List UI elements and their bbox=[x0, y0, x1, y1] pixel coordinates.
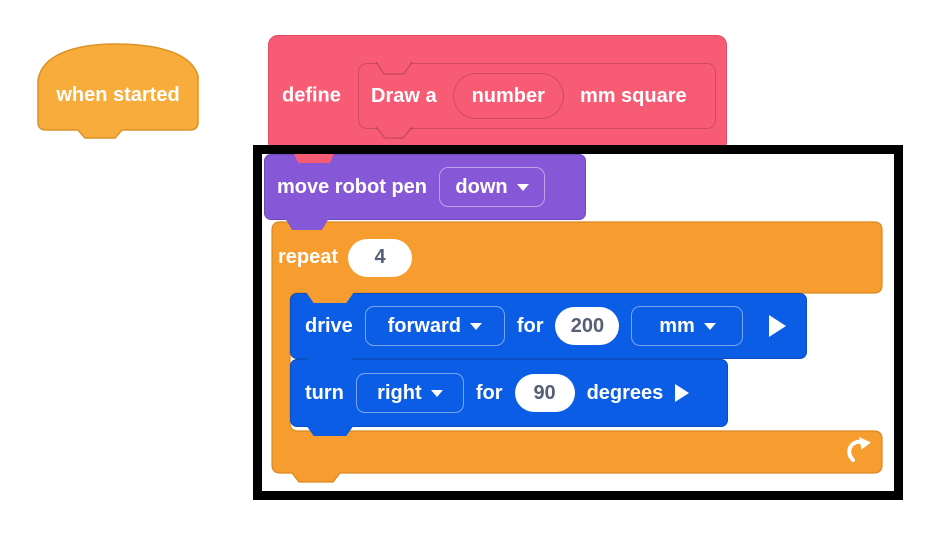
turn-angle-input[interactable]: 90 bbox=[514, 374, 575, 412]
hat-block-shape bbox=[37, 43, 199, 139]
repeat-block[interactable] bbox=[264, 221, 884, 484]
drive-unit-dropdown[interactable]: mm bbox=[631, 306, 744, 346]
repeat-block-shape bbox=[271, 221, 883, 483]
drive-unit-value: mm bbox=[659, 314, 695, 337]
turn-direction-dropdown[interactable]: right bbox=[355, 373, 464, 413]
turn-angle-value: 90 bbox=[533, 381, 556, 404]
number-parameter[interactable]: number bbox=[452, 73, 564, 119]
when-started-block[interactable] bbox=[36, 42, 200, 140]
drive-block[interactable]: drive forward for 200 mm bbox=[290, 293, 807, 359]
turn-block-bottom-tab bbox=[306, 425, 354, 436]
pen-block-label: move robot pen bbox=[277, 175, 428, 198]
repeat-count-input[interactable]: 4 bbox=[348, 238, 413, 277]
drive-for-label: for bbox=[516, 314, 544, 337]
prototype-text-after: mm square bbox=[579, 84, 687, 107]
drive-direction-dropdown[interactable]: forward bbox=[364, 306, 505, 346]
drive-label: drive bbox=[305, 314, 353, 337]
turn-block[interactable]: turn right for 90 degrees bbox=[290, 359, 728, 427]
pen-position-value: down bbox=[455, 175, 508, 198]
turn-unit-label: degrees bbox=[586, 381, 664, 404]
drive-block-bottom-tab bbox=[306, 357, 354, 368]
prototype-top-notch bbox=[375, 61, 413, 75]
repeat-count-value: 4 bbox=[374, 246, 386, 268]
define-block[interactable]: define Draw a number mm square bbox=[268, 35, 727, 152]
run-arrow-icon[interactable] bbox=[769, 315, 787, 337]
move-robot-pen-block[interactable]: move robot pen down bbox=[264, 154, 586, 220]
pen-block-bottom-tab bbox=[285, 218, 329, 230]
define-keyword-label: define bbox=[282, 84, 341, 107]
chevron-down-icon bbox=[516, 183, 529, 191]
when-started-label: when started bbox=[56, 84, 180, 106]
pen-position-dropdown[interactable]: down bbox=[439, 167, 546, 207]
run-arrow-icon[interactable] bbox=[675, 384, 690, 402]
drive-distance-input[interactable]: 200 bbox=[555, 307, 620, 345]
repeat-label: repeat bbox=[278, 246, 339, 268]
loop-arrow-icon bbox=[847, 437, 871, 462]
prototype-bottom-tab bbox=[375, 126, 413, 139]
define-block-bottom-tab bbox=[291, 148, 337, 163]
drive-direction-value: forward bbox=[387, 314, 461, 337]
chevron-down-icon bbox=[469, 322, 482, 330]
chevron-down-icon bbox=[430, 389, 443, 397]
number-parameter-label: number bbox=[471, 84, 545, 107]
turn-for-label: for bbox=[475, 381, 503, 404]
repeat-block-header[interactable]: repeat 4 bbox=[264, 222, 882, 293]
chevron-down-icon bbox=[703, 322, 716, 330]
custom-block-prototype[interactable]: Draw a number mm square bbox=[358, 61, 716, 139]
prototype-text-before: Draw a bbox=[371, 84, 437, 107]
repeat-inner-tab bbox=[306, 292, 354, 303]
turn-direction-value: right bbox=[377, 381, 422, 404]
drive-distance-value: 200 bbox=[570, 314, 605, 337]
turn-label: turn bbox=[305, 381, 344, 404]
